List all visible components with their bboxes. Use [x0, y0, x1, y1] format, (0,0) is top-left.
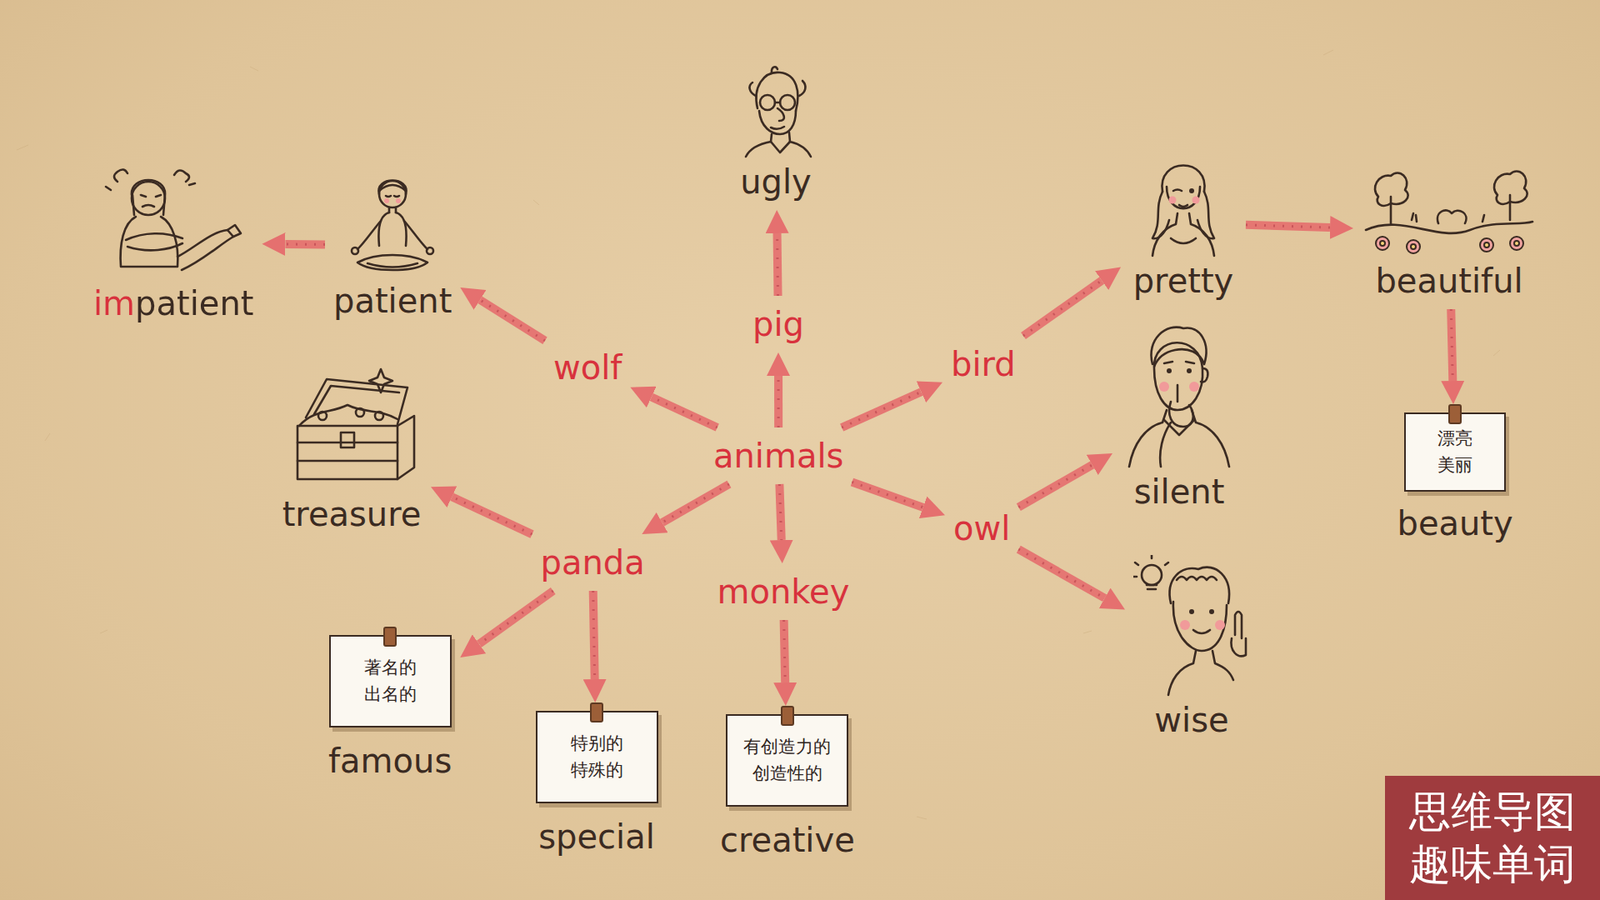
- node-word: animals: [713, 435, 844, 476]
- note-card-text: 著名的 出名的: [329, 635, 452, 728]
- mind-map-arrow: [774, 375, 783, 428]
- node-word: creative: [720, 820, 855, 860]
- node-word: pretty: [1133, 260, 1235, 301]
- branch-word-node: wolf: [553, 347, 622, 388]
- branch-word-node: pig: [752, 304, 805, 345]
- arrow-ruler-ticks: [1023, 280, 1102, 336]
- node-word: wolf: [553, 347, 622, 388]
- node-word: panda: [540, 542, 645, 583]
- branch-word-node: bird: [950, 344, 1016, 385]
- card-pin: [780, 705, 795, 726]
- card-pin: [590, 702, 604, 723]
- note-card-node: 特别的 特殊的 special: [535, 710, 659, 857]
- watermark: 思维导图 趣味单词: [1385, 775, 1600, 900]
- arrow-ruler-ticks: [779, 484, 781, 540]
- branch-word-node: panda: [540, 542, 645, 583]
- old-man-picture: [734, 62, 818, 159]
- note-card-node: 有创造力的 创造性的 creative: [720, 714, 855, 860]
- mind-map-arrow: [451, 496, 532, 535]
- mind-map-arrow: [841, 391, 921, 428]
- picture-word-node: silent: [1120, 318, 1238, 512]
- note-card-text: 有创造力的 创造性的: [725, 714, 849, 807]
- note-card-node: 漂亮 美丽 beauty: [1397, 412, 1514, 544]
- arrow-ruler-ticks: [784, 620, 786, 683]
- mind-map-arrow: [479, 590, 554, 645]
- branch-word-node: animals: [713, 435, 844, 476]
- card-pin: [383, 626, 397, 647]
- node-word: bird: [950, 344, 1016, 385]
- arrow-ruler-ticks: [1245, 225, 1330, 228]
- node-word: special: [538, 816, 655, 857]
- mind-map-arrow: [285, 240, 325, 249]
- mind-map-arrow: [593, 590, 595, 680]
- branch-word-node: monkey: [717, 571, 850, 612]
- arrow-ruler-ticks: [451, 496, 532, 535]
- node-word: owl: [953, 508, 1010, 549]
- arrow-ruler-ticks: [851, 481, 923, 507]
- branch-word-node: owl: [953, 508, 1010, 549]
- picture-word-node: ugly: [734, 62, 818, 202]
- picture-word-node: treasure: [280, 365, 423, 535]
- meditating-woman-picture: [342, 169, 443, 278]
- node-word: impatient: [93, 283, 254, 324]
- picture-word-node: impatient: [93, 163, 254, 324]
- node-word: beautiful: [1375, 260, 1523, 301]
- silent-man-picture: [1120, 318, 1238, 469]
- picture-word-node: beautiful: [1361, 161, 1537, 301]
- mind-map-arrow: [1245, 225, 1330, 228]
- note-card-node: 著名的 出名的 famous: [328, 635, 452, 781]
- mind-map-arrow: [651, 396, 718, 428]
- treasure-chest-picture: [280, 365, 423, 491]
- node-word: wise: [1154, 700, 1229, 740]
- mind-map-arrow: [779, 484, 781, 540]
- node-word: beauty: [1397, 503, 1514, 544]
- arrow-ruler-ticks: [1018, 549, 1105, 599]
- arrow-ruler-ticks: [662, 484, 730, 523]
- arrow-ruler-ticks: [1450, 309, 1453, 381]
- node-word: treasure: [282, 494, 422, 535]
- picture-word-node: wise: [1133, 555, 1250, 740]
- note-card-text: 特别的 特殊的: [535, 710, 659, 804]
- arrow-ruler-ticks: [479, 590, 554, 645]
- note-card-text: 漂亮 美丽: [1404, 412, 1506, 492]
- mind-map-arrow: [662, 484, 730, 523]
- mind-map-arrow: [1023, 280, 1102, 336]
- node-word: ugly: [740, 161, 812, 202]
- mind-map-arrow: [480, 300, 545, 341]
- node-word: silent: [1134, 471, 1225, 512]
- impatient-person-picture: [102, 163, 245, 280]
- pretty-woman-picture: [1129, 145, 1238, 258]
- mind-map-arrow: [1018, 549, 1105, 599]
- arrow-ruler-ticks: [777, 375, 780, 428]
- picture-word-node: patient: [333, 169, 452, 321]
- mind-map-arrow: [851, 481, 923, 507]
- mind-map-arrow: [1450, 309, 1453, 381]
- picture-word-node: pretty: [1129, 145, 1238, 301]
- node-word: famous: [328, 740, 452, 781]
- wise-boy-picture: [1133, 555, 1250, 697]
- arrow-ruler-ticks: [1018, 465, 1092, 508]
- mind-map-arrow: [784, 620, 786, 683]
- arrow-ruler-ticks: [841, 391, 921, 428]
- card-pin: [1448, 404, 1462, 425]
- arrow-ruler-ticks: [593, 590, 595, 680]
- mind-map-arrow: [1018, 465, 1092, 508]
- landscape-picture: [1361, 161, 1537, 258]
- mind-map-arrow: [773, 233, 783, 296]
- node-word: pig: [752, 304, 805, 345]
- arrow-ruler-ticks: [480, 300, 545, 341]
- node-word: monkey: [717, 571, 850, 612]
- arrow-ruler-ticks: [775, 233, 780, 296]
- node-word: patient: [333, 280, 452, 321]
- arrow-ruler-ticks: [651, 396, 718, 428]
- arrow-ruler-ticks: [285, 243, 325, 246]
